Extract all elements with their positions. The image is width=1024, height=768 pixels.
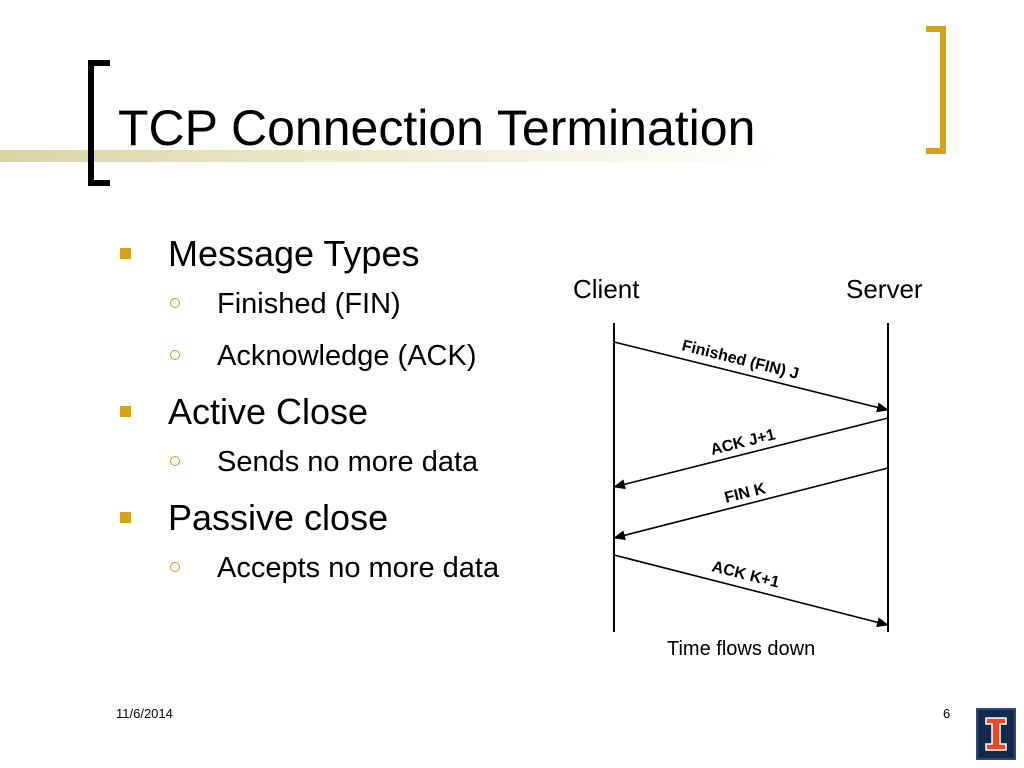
ack-k1-label: ACK K+1	[710, 558, 781, 591]
bullet-text: Passive close	[168, 497, 389, 538]
bullet-item: Passive close	[118, 492, 558, 544]
circle-bullet-icon	[170, 456, 180, 466]
fin-k-label: FIN K	[723, 480, 768, 507]
circle-bullet-icon	[170, 350, 180, 360]
circle-bullet-icon	[170, 562, 180, 572]
fin-j-label: Finished (FIN) J	[680, 337, 801, 383]
fin-k-arrow	[613, 467, 889, 541]
diagram-caption: Time flows down	[667, 638, 816, 660]
bullet-item: Active Close	[118, 386, 558, 438]
page-number: 6	[943, 706, 951, 721]
block-i-logo-icon	[985, 717, 1007, 751]
sub-bullet-text: Acknowledge (ACK)	[217, 340, 477, 372]
fin-j-arrow	[613, 341, 889, 413]
sub-bullet-item: Accepts no more data	[118, 544, 558, 596]
circle-bullet-icon	[170, 298, 180, 308]
sub-bullet-item: Acknowledge (ACK)	[118, 332, 558, 384]
square-bullet-icon	[120, 512, 131, 523]
ack-j1-arrow	[613, 417, 889, 490]
left-bracket-decoration	[88, 60, 110, 186]
client-label: Client	[573, 274, 640, 304]
footer-date: 11/6/2014	[116, 706, 173, 721]
slide-title: TCP Connection Termination	[118, 100, 756, 156]
bullet-list: Message Types Finished (FIN) Acknowledge…	[118, 228, 558, 596]
sub-bullet-item: Sends no more data	[118, 438, 558, 490]
sub-bullet-text: Sends no more data	[217, 446, 479, 478]
square-bullet-icon	[120, 406, 131, 417]
ack-j1-label: ACK J+1	[709, 426, 777, 459]
sub-bullet-text: Accepts no more data	[217, 552, 500, 584]
server-label: Server	[846, 274, 923, 304]
right-bracket-decoration	[926, 26, 946, 154]
university-logo	[976, 708, 1016, 760]
bullet-text: Active Close	[168, 391, 369, 432]
square-bullet-icon	[120, 248, 131, 259]
bullet-text: Message Types	[168, 233, 420, 274]
ack-k1-arrow	[613, 554, 889, 628]
bullet-item: Message Types	[118, 228, 558, 280]
title-band	[0, 150, 780, 162]
sub-bullet-text: Finished (FIN)	[217, 288, 401, 320]
sub-bullet-item: Finished (FIN)	[118, 280, 558, 332]
